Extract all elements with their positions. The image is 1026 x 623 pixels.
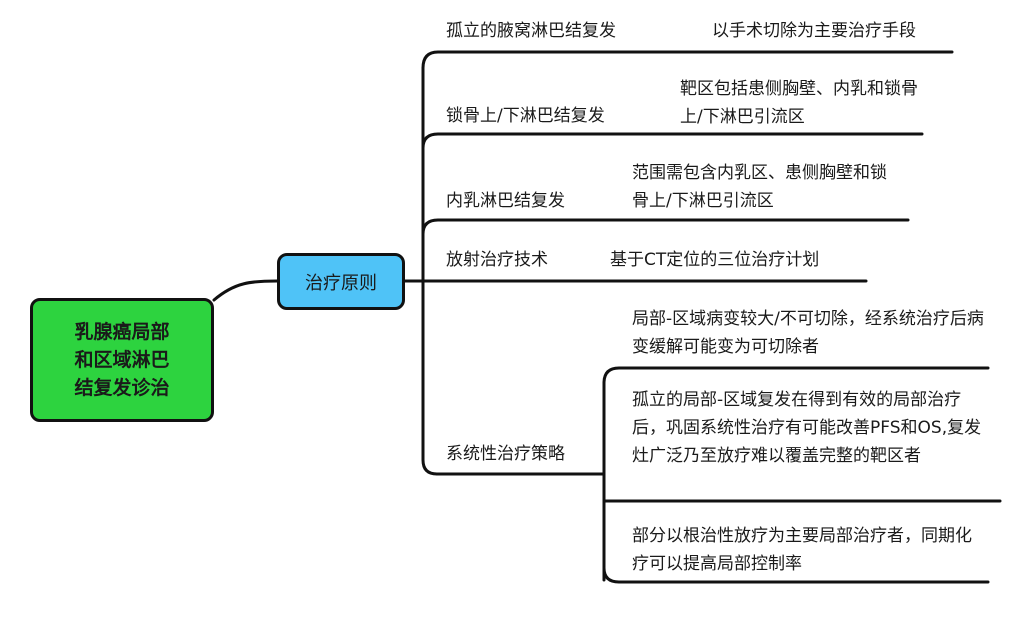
branch-label-radiotherapy: 放射治疗技术 xyxy=(446,250,548,270)
branch-label-axillary: 孤立的腋窝淋巴结复发 xyxy=(446,21,616,41)
detail-systemic-2: 孤立的局部-区域复发在得到有效的局部治疗后，巩固系统性治疗有可能改善PFS和OS… xyxy=(632,390,982,466)
sub-branch-line-3 xyxy=(602,566,990,584)
sub-branch-line-1 xyxy=(602,366,990,582)
detail-radiotherapy: 基于CT定位的三位治疗计划 xyxy=(610,250,820,270)
main-spine xyxy=(421,66,439,476)
branch-line-internal-mammary xyxy=(421,218,910,236)
center-node[interactable]: 治疗原则 xyxy=(277,253,405,310)
detail-internal-mammary: 范围需包含内乳区、患侧胸壁和锁骨上/下淋巴引流区 xyxy=(632,163,887,211)
branch-label-internal-mammary: 内乳淋巴结复发 xyxy=(446,191,565,211)
branch-line-supraclavicular xyxy=(421,132,924,150)
detail-systemic-3: 部分以根治性放疗为主要局部治疗者，同期化疗可以提高局部控制率 xyxy=(632,526,972,574)
branch-label-supraclavicular: 锁骨上/下淋巴结复发 xyxy=(446,106,605,126)
root-label: 乳腺癌局部和区域淋巴结复发诊治 xyxy=(74,321,170,399)
detail-systemic-1: 局部-区域病变较大/不可切除，经系统治疗后病变缓解可能变为可切除者 xyxy=(632,309,984,357)
branch-label-systemic: 系统性治疗策略 xyxy=(446,444,565,464)
detail-axillary: 以手术切除为主要治疗手段 xyxy=(712,21,916,41)
detail-supraclavicular: 靶区包括患侧胸壁、内乳和锁骨上/下淋巴引流区 xyxy=(680,79,918,127)
branch-line-axillary xyxy=(421,50,954,70)
root-node[interactable]: 乳腺癌局部和区域淋巴结复发诊治 xyxy=(30,298,214,422)
center-label: 治疗原则 xyxy=(305,272,377,294)
connector-root-center xyxy=(212,279,279,302)
